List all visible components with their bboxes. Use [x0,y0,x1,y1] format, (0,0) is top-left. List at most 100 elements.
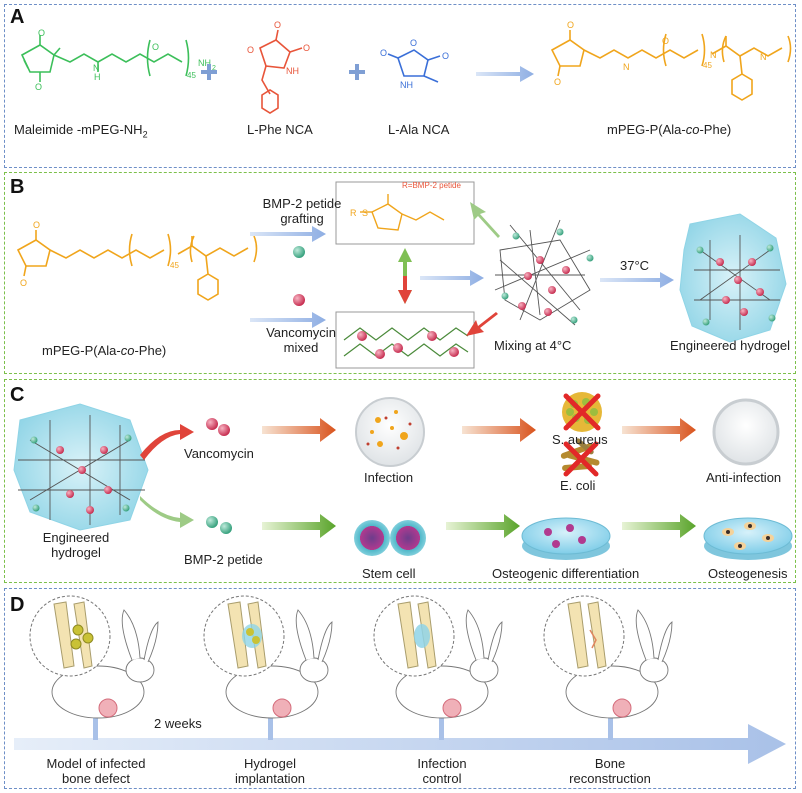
plus-icon [349,64,365,80]
svg-text:NH: NH [286,66,299,76]
osteogenic-label: Osteogenic differentiation [492,566,640,581]
r-s-label: R [350,208,357,218]
infection-site-2 [272,698,292,718]
product-label: mPEG-P(Ala-co-Phe) [607,122,732,137]
svg-text:O: O [662,36,669,46]
svg-text:O: O [442,51,449,61]
bmp2-label: BMP-2 petide [184,552,263,567]
svg-text:N: N [623,62,630,72]
bmp2-release-arrow [140,496,194,528]
stem-cell-2 [390,520,426,556]
arrow-to-top-box [470,202,500,238]
polymer-structure-b [16,230,258,301]
reagent1-label: Maleimide -mPEG-NH2 [14,122,148,140]
l-phe-nca-structure [259,29,303,114]
zoom-bubble-4 [543,595,625,677]
cross-icon [563,441,599,477]
s-aureus-label: S. aureus [552,432,608,447]
bmp2-bead-c2 [220,522,232,534]
anti-infection-label: Anti-infection [706,470,782,485]
svg-text:O: O [33,220,40,230]
o-atom: O [38,28,45,38]
n45-label-a1: 45 [187,71,196,80]
temperature-label: 37°C [620,258,650,273]
timeline-ticks [93,708,613,740]
mixing-label: Mixing at 4°C [494,338,572,353]
infection-site-1 [98,698,118,718]
polymer-network [494,219,591,326]
heating-arrow [600,272,674,288]
svg-text:N: N [710,50,717,60]
panel-a [4,4,796,168]
reaction-arrow-a [476,66,534,82]
panel-c [4,379,796,583]
mixing-arrow [420,270,484,286]
row1-arrow-1 [262,418,336,442]
svg-text:H: H [94,72,101,82]
polymer-label: mPEG-P(Ala-co-Phe) [42,343,167,358]
vancomycin-bead [293,294,305,306]
infection-label: Infection [364,470,414,485]
grafting-arrow [250,226,326,242]
panel-d-label: D [10,594,25,616]
panel-b [4,172,796,374]
hydrogel-label-b: Engineered hydrogel [670,338,790,353]
rabbit-4 [565,609,673,719]
svg-text:N: N [760,52,767,62]
mixed-structure-box [335,311,475,369]
panel-d [4,588,796,789]
panel-a-label: A [10,6,25,28]
svg-text:S: S [362,208,368,218]
plus-icon [201,64,217,80]
zoom-bubble-3 [373,595,455,677]
rabbit-1 [51,609,159,719]
row1-arrow-2 [462,418,536,442]
grafted-structure-box [335,181,475,245]
reagent2-label: L-Phe NCA [247,122,313,137]
row2-arrow-2 [446,514,520,538]
infection-dish [355,397,425,467]
panel-b-label: B [10,176,25,198]
r-bmp2-label: R=BMP-2 petide [402,181,461,190]
infection-site-3 [442,698,462,718]
anti-infection-dish [712,398,780,466]
svg-text:O: O [554,77,561,87]
svg-text:N: N [93,63,100,73]
vancomycin-bead-c1 [206,418,218,430]
maleimide-mpeg-nh2-structure [20,35,190,82]
svg-text:O: O [20,278,27,288]
cross-icon [563,393,601,431]
infection-site-4 [612,698,632,718]
svg-text:O: O [567,20,574,30]
l-ala-nca-structure [387,49,441,83]
svg-text:O: O [247,45,254,55]
rabbit-2 [225,609,333,719]
timeline-arrow [14,724,786,764]
reagent3-label: L-Ala NCA [388,122,450,137]
arrow-to-bottom-box [466,312,498,336]
stem-cell-1 [354,520,390,556]
weeks-label: 2 weeks [154,716,202,731]
svg-text:O: O [152,42,159,52]
svg-text:NH: NH [198,58,211,68]
rabbit-3 [395,609,503,719]
n45-label-a2: 45 [703,61,712,70]
bmp2-peptide-bead [293,246,305,258]
product-structure [550,30,792,101]
svg-text:NH: NH [400,80,413,90]
svg-text:O: O [274,20,281,30]
panel-c-label: C [10,384,25,406]
vancomycin-label: Vancomycin [184,446,254,461]
row1-arrow-3 [622,418,696,442]
row2-arrow-3 [622,514,696,538]
zoom-bubble-1 [29,595,111,677]
svg-text:O: O [410,38,417,48]
row2-arrow-1 [262,514,336,538]
